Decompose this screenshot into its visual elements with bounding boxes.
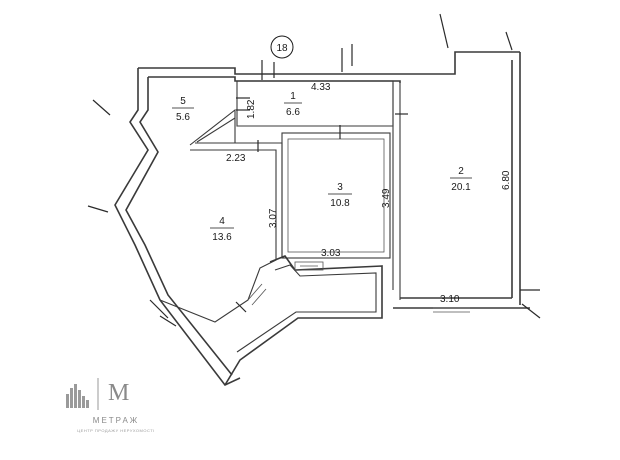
- room-4-area: 13.6: [212, 232, 232, 243]
- room-5-number: 5: [180, 96, 186, 107]
- room-4-walls: [159, 142, 283, 323]
- dim-room3-left: 3.07: [268, 208, 279, 228]
- dim-hall-top: 2.23: [226, 153, 246, 164]
- room-1-area: 6.6: [286, 107, 300, 118]
- dim-room3-right: 3.49: [381, 188, 392, 208]
- brand-building-icon: [66, 384, 89, 408]
- brand-letter: M: [108, 380, 130, 406]
- room-1-walls: [236, 80, 394, 127]
- dim-top-corridor: 4.33: [311, 82, 331, 93]
- room-4-number: 4: [219, 216, 225, 227]
- dim-room2-height: 6.80: [501, 170, 512, 190]
- apartment-number: 18: [276, 43, 288, 54]
- brand-name: МЕТРАЖ: [92, 416, 140, 425]
- room-3-number: 3: [337, 182, 343, 193]
- room-5-area: 5.6: [176, 112, 190, 123]
- room-2-number: 2: [458, 166, 464, 177]
- dimension-ticks: [87, 13, 541, 327]
- room-3-walls: [281, 132, 391, 259]
- dim-corridor-height: 1.82: [246, 99, 257, 119]
- room-3-area: 10.8: [330, 198, 350, 209]
- dim-room3-bottom: 3.03: [321, 248, 341, 259]
- loggia-walls: [224, 255, 383, 386]
- dim-room2-bottom: 3.10: [440, 294, 460, 305]
- brand-tagline: ЦЕНТР ПРОДАЖУ НЕРУХОМОСТІ: [77, 428, 155, 433]
- outer-walls: [114, 51, 530, 386]
- apartment-number-circle: [270, 35, 294, 59]
- room-1-number: 1: [290, 91, 296, 102]
- room-2-area: 20.1: [451, 182, 471, 193]
